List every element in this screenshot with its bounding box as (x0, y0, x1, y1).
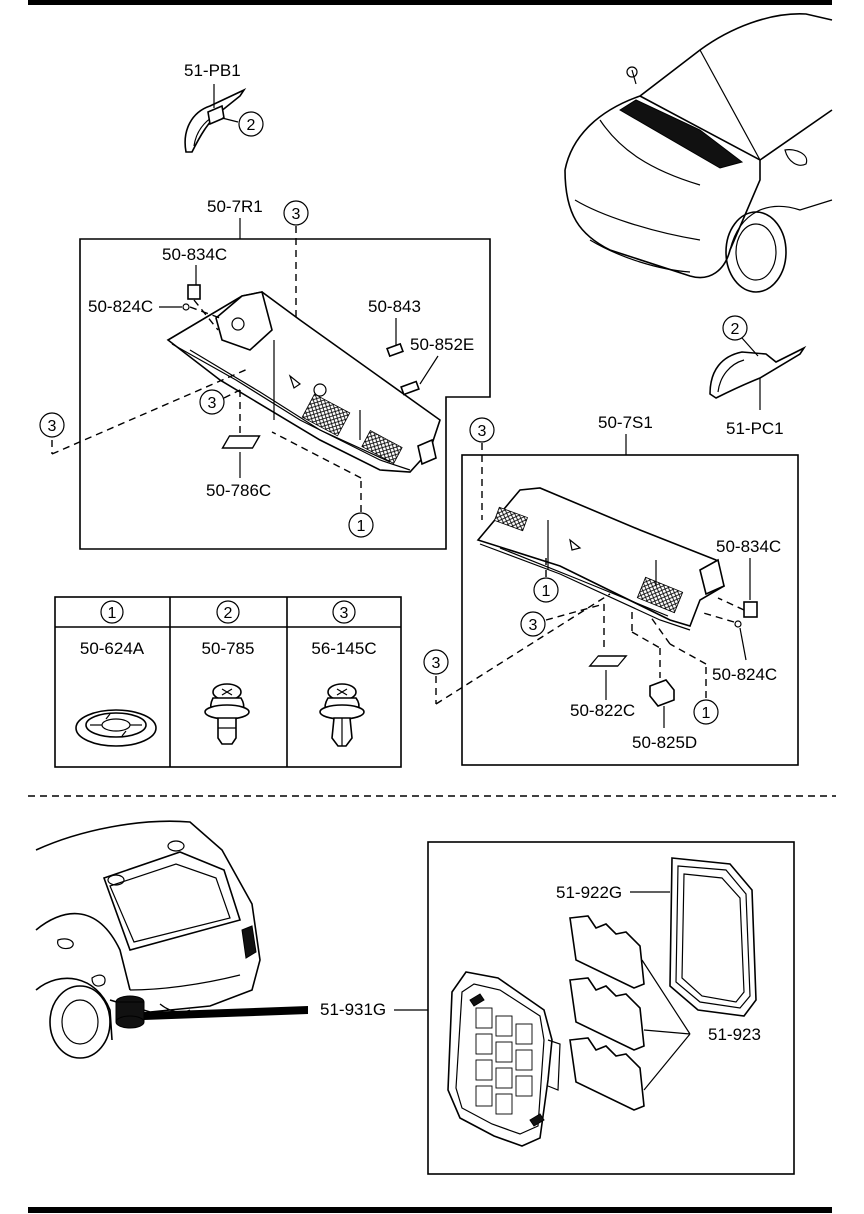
part-50-786C (221, 435, 261, 449)
callout-1-right-outer: 1 (693, 699, 719, 725)
part-51-PC1-drawing (709, 345, 807, 399)
svg-text:2: 2 (247, 117, 256, 134)
svg-text:2: 2 (731, 321, 740, 338)
svg-text:3: 3 (478, 423, 487, 440)
svg-text:3: 3 (292, 206, 301, 223)
clip-50-785-icon (204, 683, 250, 745)
callout-3-right-outer: 3 (423, 649, 449, 675)
callout-2-pc1: 2 (722, 315, 748, 341)
clip-50-624A-icon (75, 709, 157, 747)
fastener-table: 1 2 3 50-624A 50-785 56-145C (54, 596, 402, 768)
label-51-PB1: 51-PB1 (184, 61, 241, 80)
label-50-825D: 50-825D (632, 733, 697, 752)
car-rear-illustration (35, 820, 261, 1059)
label-50-822C: 50-822C (570, 701, 635, 720)
box-speaker (427, 841, 795, 1175)
label-50-834C-left: 50-834C (162, 245, 227, 264)
leader-51-923 (641, 959, 691, 1091)
speaker-enclosure-51-931G (447, 971, 561, 1147)
gasket-51-922G (669, 857, 757, 1017)
part-50-834C-right (743, 601, 758, 618)
table-header-2: 2 (224, 605, 233, 622)
svg-text:3: 3 (48, 418, 57, 435)
part-50-843 (386, 342, 404, 358)
clip-56-145C-icon (319, 683, 365, 747)
callout-3-left-outer: 3 (39, 412, 65, 438)
part-50-834C-left (187, 284, 201, 300)
car-front-illustration (564, 13, 833, 293)
callout-3-top: 3 (283, 200, 309, 226)
label-50-843: 50-843 (368, 297, 421, 316)
top-border (28, 0, 832, 5)
part-50-822C (588, 655, 628, 667)
label-50-852E: 50-852E (410, 335, 474, 354)
part-50-852E (400, 380, 420, 396)
leader-51-931G (144, 1006, 308, 1020)
table-part-50-785: 50-785 (202, 639, 255, 658)
part-51-PB1-drawing (184, 84, 247, 153)
label-50-7R1: 50-7R1 (207, 197, 263, 216)
label-51-931G: 51-931G (320, 1000, 386, 1019)
callout-3-left-inner: 3 (199, 389, 225, 415)
label-50-7S1: 50-7S1 (598, 413, 653, 432)
callout-1-right-inner: 1 (533, 577, 559, 603)
table-header-1: 1 (108, 605, 117, 622)
part-50-825D (649, 679, 675, 707)
cowl-panel-50-7S1 (476, 487, 725, 631)
table-part-50-624A: 50-624A (80, 639, 145, 658)
label-50-824C-right: 50-824C (712, 665, 777, 684)
label-50-824C-left: 50-824C (88, 297, 153, 316)
label-50-834C-right: 50-834C (716, 537, 781, 556)
table-part-56-145C: 56-145C (311, 639, 376, 658)
callout-2-pb1: 2 (238, 111, 264, 137)
label-51-923: 51-923 (708, 1025, 761, 1044)
callout-3-right-top: 3 (469, 417, 495, 443)
svg-text:3: 3 (208, 395, 217, 412)
box-50-7R1 (79, 238, 491, 550)
svg-text:1: 1 (357, 518, 366, 535)
bottom-border (28, 1207, 832, 1213)
label-51-PC1: 51-PC1 (726, 419, 784, 438)
cowl-panel-50-7R1 (166, 291, 441, 473)
callout-3-right-inner: 3 (520, 611, 546, 637)
svg-text:1: 1 (702, 705, 711, 722)
label-51-922G: 51-922G (556, 883, 622, 902)
box-50-7S1 (461, 454, 799, 766)
table-header-3: 3 (340, 605, 349, 622)
pads-51-923 (569, 915, 645, 1111)
svg-text:3: 3 (529, 617, 538, 634)
label-50-786C: 50-786C (206, 481, 271, 500)
svg-text:3: 3 (432, 655, 441, 672)
callout-1-left: 1 (348, 512, 374, 538)
svg-text:1: 1 (542, 583, 551, 600)
